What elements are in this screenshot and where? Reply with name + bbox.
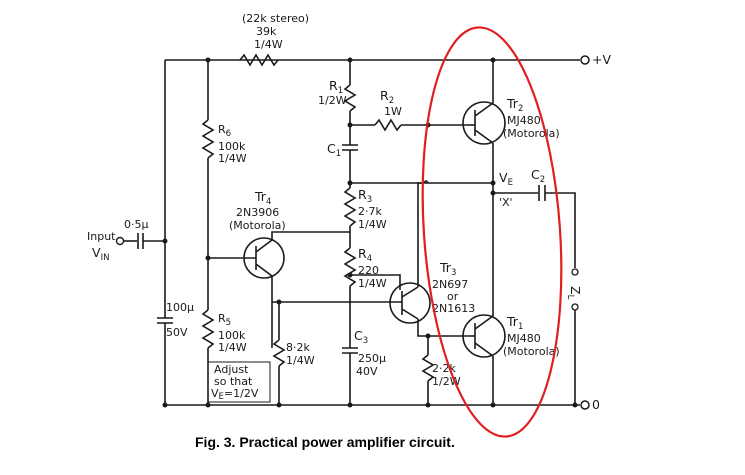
c2-right-wire bbox=[545, 192, 576, 268]
top-resistor-note: (22k stereo) bbox=[242, 12, 309, 25]
r5-resistor bbox=[201, 309, 215, 349]
r1-name: R1 bbox=[329, 78, 343, 96]
r2-name: R2 bbox=[380, 88, 394, 106]
r5-name: R5 bbox=[218, 312, 231, 328]
r82k-value: 8·2k bbox=[286, 341, 310, 354]
r4-rating: 1/4W bbox=[358, 277, 387, 290]
ve-label: VE bbox=[499, 170, 513, 188]
c3-rating: 40V bbox=[356, 365, 378, 378]
c-in-rating: 50V bbox=[166, 326, 188, 339]
tr2-maker: (Motorola) bbox=[503, 127, 560, 140]
tr3-part2: 2N1613 bbox=[432, 302, 475, 315]
input-terminal bbox=[115, 236, 125, 246]
tr2-name: Tr2 bbox=[506, 96, 523, 114]
tr3-emitter-wire bbox=[417, 319, 470, 337]
tr1-part: MJ480 bbox=[507, 332, 541, 345]
tr4-part: 2N3906 bbox=[236, 206, 279, 219]
r1-resistor bbox=[343, 84, 357, 112]
tr1-name: Tr1 bbox=[506, 314, 523, 332]
r6-name: R6 bbox=[218, 123, 231, 139]
c1-capacitor bbox=[342, 144, 358, 151]
c-in-capacitor bbox=[157, 317, 173, 324]
r22k-resistor bbox=[421, 354, 435, 382]
c3-value: 250µ bbox=[358, 352, 386, 365]
r3-name: R3 bbox=[358, 187, 372, 205]
junction-dots bbox=[162, 57, 578, 408]
tr1-maker: (Motorola) bbox=[503, 345, 560, 358]
c3-name: C3 bbox=[354, 328, 368, 346]
adjust-line3: VE=1/2V bbox=[211, 387, 259, 402]
r3-resistor bbox=[343, 187, 357, 227]
tr3-transistor bbox=[389, 282, 431, 324]
tr4-emitter-wire bbox=[271, 231, 350, 240]
r6-rating: 1/4W bbox=[218, 152, 247, 165]
r22k-value: 2·2k bbox=[432, 362, 456, 375]
r6-resistor bbox=[201, 119, 215, 159]
input-capacitor bbox=[137, 233, 144, 249]
input-label: Input bbox=[87, 230, 116, 243]
tr3-part1: 2N697 bbox=[432, 278, 468, 291]
tr4-name: Tr4 bbox=[254, 189, 271, 207]
r5-value: 100k bbox=[218, 329, 246, 342]
r4-value: 220 bbox=[358, 264, 379, 277]
tr3-name: Tr3 bbox=[439, 260, 456, 278]
wire-crossover bbox=[423, 180, 429, 184]
zl-terminal-top bbox=[571, 268, 579, 276]
tr2-symbol bbox=[474, 102, 494, 144]
tr4-symbol bbox=[255, 239, 273, 277]
x-label: 'X' bbox=[499, 196, 513, 209]
tr3-symbol bbox=[401, 286, 419, 320]
c2-capacitor bbox=[538, 185, 546, 201]
r4-resistor bbox=[343, 247, 357, 287]
vin-label: VIN bbox=[92, 245, 109, 263]
r4-name: R4 bbox=[358, 246, 372, 264]
r82k-resistor bbox=[272, 339, 286, 367]
r2-rating: 1W bbox=[384, 105, 402, 118]
adjust-line1: Adjust bbox=[214, 363, 249, 376]
r3-value: 2·7k bbox=[358, 205, 382, 218]
tr1-transistor bbox=[462, 314, 506, 358]
tr2-transistor bbox=[462, 101, 506, 145]
c1-name: C1 bbox=[327, 141, 341, 159]
tr1-symbol bbox=[474, 315, 494, 357]
r6-value: 100k bbox=[218, 140, 246, 153]
plus-terminal bbox=[580, 55, 590, 65]
c3-capacitor bbox=[342, 347, 358, 354]
input-cap-value: 0·5µ bbox=[124, 218, 149, 231]
zero-terminal bbox=[580, 400, 590, 410]
c2-name: C2 bbox=[531, 167, 545, 185]
top-resistor bbox=[239, 53, 279, 67]
figure-caption: Fig. 3. Practical power amplifier circui… bbox=[195, 434, 455, 450]
highlight-ellipse bbox=[421, 26, 563, 438]
zl-label: ZL bbox=[565, 286, 583, 300]
r1-rating: 1/2W bbox=[318, 94, 347, 107]
tr3-or: or bbox=[447, 290, 459, 303]
zl-terminal-bottom bbox=[571, 303, 579, 311]
c-in-value: 100µ bbox=[166, 301, 194, 314]
r3-rating: 1/4W bbox=[358, 218, 387, 231]
top-resistor-value: 39k bbox=[256, 25, 277, 38]
tr4-maker: (Motorola) bbox=[229, 219, 286, 232]
r2-resistor bbox=[374, 118, 402, 132]
tr2-part: MJ480 bbox=[507, 114, 541, 127]
adjust-box bbox=[207, 361, 271, 403]
top-resistor-rating: 1/4W bbox=[254, 38, 283, 51]
r5-rating: 1/4W bbox=[218, 341, 247, 354]
plus-v-label: +V bbox=[592, 52, 611, 67]
adjust-line2: so that bbox=[214, 375, 253, 388]
zero-v-label: 0 bbox=[592, 397, 600, 412]
r82k-rating: 1/4W bbox=[286, 354, 315, 367]
